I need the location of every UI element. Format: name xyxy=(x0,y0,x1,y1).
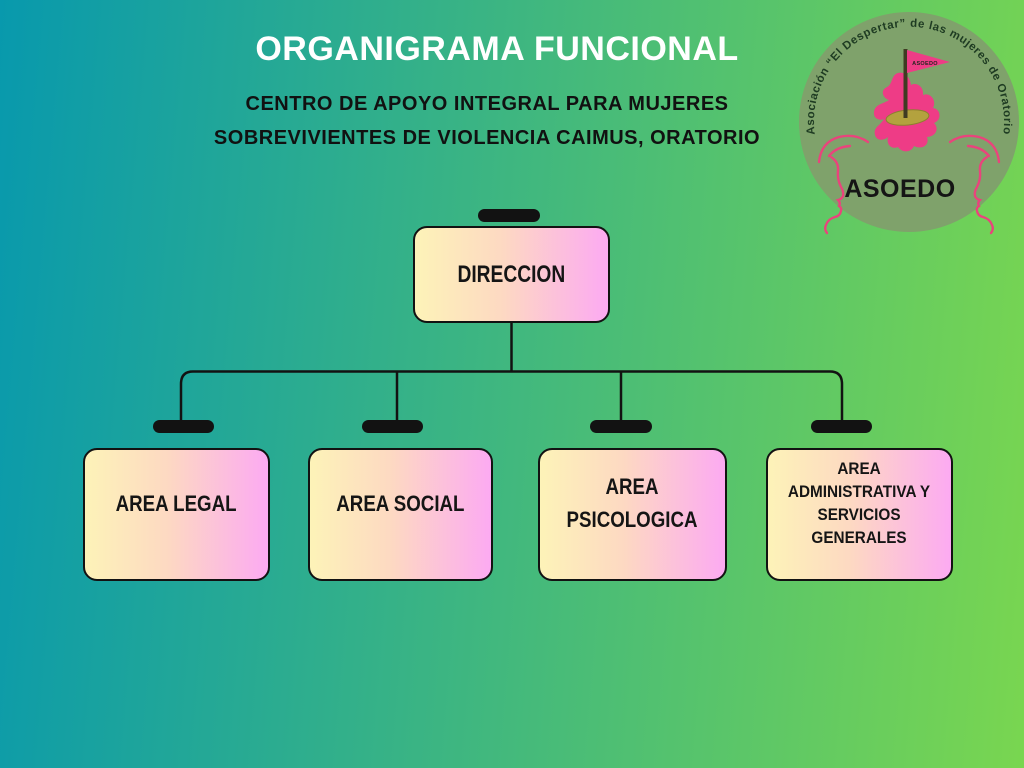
page-subtitle: CENTRO DE APOYO INTEGRAL PARA MUJERES SO… xyxy=(107,87,867,155)
flag-label: ASOEDO xyxy=(912,61,938,67)
logo-wordmark: ASOEDO xyxy=(844,175,955,203)
right-face-profile xyxy=(948,134,1001,235)
node-tab xyxy=(362,420,423,433)
flag-pole xyxy=(903,49,908,118)
org-node-label: AREA PSICOLOGICA xyxy=(567,474,698,532)
node-tab xyxy=(590,420,652,433)
org-node-area-psicologica: AREA PSICOLOGICA xyxy=(538,448,727,581)
node-tab xyxy=(153,420,214,433)
org-node-label: AREA LEGAL xyxy=(116,490,237,516)
subtitle-line-1: CENTRO DE APOYO INTEGRAL PARA MUJERES xyxy=(245,93,729,115)
node-tab xyxy=(811,420,872,433)
left-face-profile xyxy=(817,134,870,235)
org-node-area-administrativa: AREA ADMINISTRATIVA Y SERVICIOS GENERALE… xyxy=(766,448,953,581)
org-node-label: AREA SOCIAL xyxy=(336,490,465,516)
org-node-label: AREA ADMINISTRATIVA Y SERVICIOS GENERALE… xyxy=(788,459,931,547)
asoedo-logo: Asociación “El Despertar” de las mujeres… xyxy=(799,12,1019,235)
org-node-label: DIRECCION xyxy=(457,260,566,288)
subtitle-line-2: SOBREVIVIENTES DE VIOLENCIA CAIMUS, ORAT… xyxy=(213,127,761,149)
org-node-area-legal: AREA LEGAL xyxy=(83,448,270,581)
flag-pennant xyxy=(907,50,950,73)
node-tab xyxy=(478,209,540,222)
org-node-direccion: DIRECCION xyxy=(413,226,610,323)
org-node-area-social: AREA SOCIAL xyxy=(308,448,493,581)
page-title: ORGANIGRAMA FUNCIONAL xyxy=(255,30,739,68)
